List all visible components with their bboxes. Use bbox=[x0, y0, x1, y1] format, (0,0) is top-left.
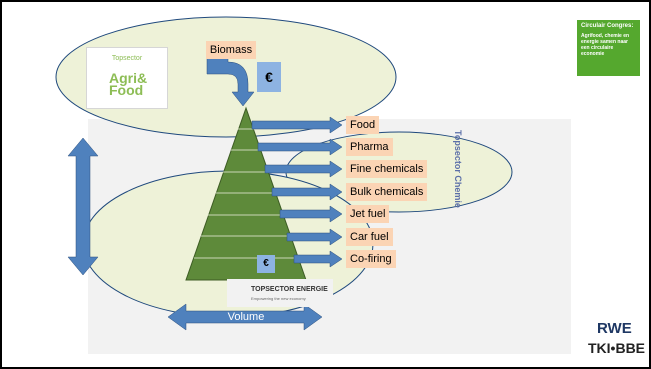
arrow-car-fuel bbox=[286, 228, 343, 246]
label-co-firing: Co-firing bbox=[346, 250, 396, 268]
volume-axis-arrow bbox=[167, 303, 323, 331]
euro-top-badge: € bbox=[257, 62, 281, 92]
energie-tagline-text: Empowering the new economy bbox=[251, 296, 306, 301]
label-pharma: Pharma bbox=[346, 138, 393, 156]
value-axis-label: Value bbox=[59, 211, 71, 239]
euro-bottom-badge: € bbox=[257, 255, 275, 273]
topsector-chemie-text: Topsector Chemie bbox=[453, 130, 463, 208]
biomass-arrow bbox=[206, 57, 255, 107]
arrow-food bbox=[251, 116, 343, 134]
arrow-fine-chemicals bbox=[264, 160, 343, 178]
congres-text: Agrifood, chemie en energie samen naar e… bbox=[581, 33, 630, 57]
biomass-label: Biomass bbox=[206, 41, 256, 59]
congres-title: Circulair Congres: bbox=[581, 23, 634, 29]
agri-food-text: Agri& Food bbox=[109, 70, 148, 98]
topsector-chemie-logo: Topsector Chemie bbox=[449, 130, 463, 208]
energie-name-text: TOPSECTOR ENERGIE bbox=[251, 286, 328, 293]
arrow-bulk-chemicals bbox=[271, 183, 343, 201]
topsector-agrifood-logo: Topsector Agri& Food bbox=[86, 47, 168, 109]
label-food: Food bbox=[346, 116, 380, 134]
volume-axis-label: Volume bbox=[227, 311, 265, 323]
label-jet-fuel: Jet fuel bbox=[346, 205, 390, 223]
rwe-logo: RWE bbox=[597, 320, 632, 337]
label-car-fuel: Car fuel bbox=[346, 228, 393, 246]
agri-topsector-text: Topsector bbox=[111, 55, 143, 62]
arrow-co-firing bbox=[293, 250, 343, 268]
value-axis-arrow bbox=[67, 137, 99, 276]
arrow-jet-fuel bbox=[279, 205, 343, 223]
tki-bbe-logo: TKI•BBE bbox=[588, 340, 646, 356]
topsector-energie-logo: TOPSECTOR ENERGIE Empowering the new eco… bbox=[227, 279, 333, 307]
circulair-congres-box: Circulair Congres: Agrifood, chemie en e… bbox=[577, 20, 640, 76]
label-fine-chemicals: Fine chemicals bbox=[346, 160, 428, 178]
arrow-pharma bbox=[257, 138, 343, 156]
label-bulk-chemicals: Bulk chemicals bbox=[346, 183, 428, 201]
